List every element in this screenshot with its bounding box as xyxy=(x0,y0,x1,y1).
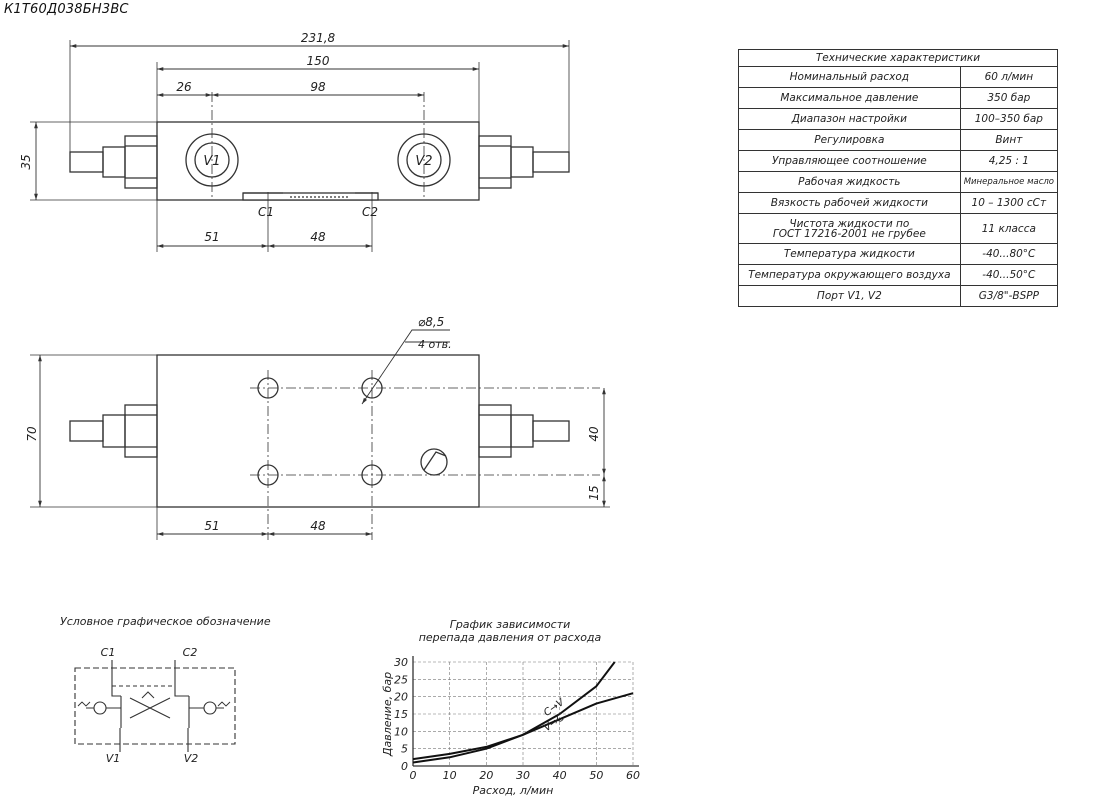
spec-value: -40...80°C xyxy=(959,243,1059,265)
right-nut xyxy=(478,135,512,189)
dim-ports: 98 xyxy=(310,80,326,94)
left-nut xyxy=(124,135,158,189)
y-axis-label: Давление, бар xyxy=(381,672,394,757)
x-tick-label: 20 xyxy=(479,769,493,782)
dim-c1: 51 xyxy=(204,230,219,244)
valve-body-bottom xyxy=(156,354,480,508)
spec-value: -40...50°C xyxy=(959,264,1059,286)
spec-row: Температура окружающего воздуха-40...50°… xyxy=(738,264,1059,286)
spec-title: Технические характеристики xyxy=(738,49,1058,67)
port-v2-label: V2 xyxy=(415,154,432,169)
y-tick-label: 10 xyxy=(394,725,408,738)
top-view-labels: 231,8 150 26 98 35 V1 V2 C1 C2 51 48 xyxy=(19,31,433,244)
y-tick-label: 25 xyxy=(394,673,408,686)
spec-row: Чистота жидкости по ГОСТ 17216-2001 не г… xyxy=(738,213,1059,244)
port-c1-label: C1 xyxy=(258,205,274,219)
series-line xyxy=(412,661,616,764)
spec-param: Регулировка xyxy=(738,129,961,151)
y-tick-label: 5 xyxy=(401,743,408,756)
dim-overall: 231,8 xyxy=(301,31,336,45)
dim-height-bottom: 70 xyxy=(25,426,39,442)
symbol-v2: V2 xyxy=(184,752,199,765)
spec-param: Номинальный расход xyxy=(738,66,961,88)
dim-body: 150 xyxy=(307,54,330,68)
right-screw xyxy=(532,151,570,173)
y-tick-label: 15 xyxy=(394,708,408,721)
x-axis-label: Расход, л/мин xyxy=(473,784,554,797)
spec-value: 4,25 : 1 xyxy=(959,150,1059,172)
bottom-view-labels: ⌀8,5 4 отв. 70 40 15 51 48 xyxy=(25,315,601,533)
symbol-c1: C1 xyxy=(101,646,116,659)
y-tick-label: 0 xyxy=(401,760,408,773)
spec-value: G3/8"-BSPP xyxy=(959,285,1059,307)
dim-left: 26 xyxy=(176,80,192,94)
spec-value: Минеральное масло xyxy=(959,171,1059,193)
chart-title-1: График зависимости xyxy=(450,618,571,631)
spec-param: Температура жидкости xyxy=(738,243,961,265)
spec-param: Температура окружающего воздуха xyxy=(738,264,961,286)
x-tick-label: 50 xyxy=(589,769,603,782)
hole-count: 4 отв. xyxy=(418,338,452,351)
left-screw xyxy=(69,151,104,173)
spec-param-line1: Чистота жидкости по xyxy=(789,217,910,230)
symbol-title: Условное графическое обозначение xyxy=(60,615,271,628)
port-c2-label: C2 xyxy=(362,205,378,219)
dim-x2: 48 xyxy=(310,519,326,533)
spec-value: Винт xyxy=(959,129,1059,151)
product-code: К1Т60Д038БН3ВС xyxy=(4,2,129,17)
symbol-v1: V1 xyxy=(106,752,121,765)
spec-value: 60 л/мин xyxy=(959,66,1059,88)
left-cap xyxy=(102,146,126,178)
dim-bottom: 15 xyxy=(587,485,601,500)
y-tick-label: 20 xyxy=(394,691,408,704)
spec-value: 100–350 бар xyxy=(959,108,1059,130)
spec-param: Рабочая жидкость xyxy=(738,171,961,193)
spec-param-line2: ГОСТ 17216-2001 не грубее xyxy=(772,227,926,240)
bottom-view xyxy=(30,329,610,540)
hole-diameter: ⌀8,5 xyxy=(418,315,444,329)
spec-param: Порт V1, V2 xyxy=(738,285,961,307)
series-line xyxy=(412,692,634,761)
x-tick-label: 40 xyxy=(553,769,567,782)
symbol-c2: C2 xyxy=(183,646,198,659)
x-tick-label: 0 xyxy=(410,769,417,782)
dim-height-top: 35 xyxy=(19,154,33,169)
adjust-screw xyxy=(420,448,448,476)
x-tick-label: 60 xyxy=(626,769,640,782)
spec-param: Управляющее соотношение xyxy=(738,150,961,172)
spec-value: 10 – 1300 сСт xyxy=(959,192,1059,214)
right-cap xyxy=(510,146,534,178)
hydraulic-symbol xyxy=(74,660,236,752)
x-tick-label: 10 xyxy=(443,769,457,782)
spec-row: Температура жидкости-40...80°C xyxy=(738,243,1059,265)
dim-x1: 51 xyxy=(204,519,219,533)
spec-table: Технические характеристики Номинальный р… xyxy=(738,49,1059,307)
spec-value: 11 класса xyxy=(959,213,1059,244)
port-v1-label: V1 xyxy=(203,154,220,169)
chart-title-2: перепада давления от расхода xyxy=(419,631,602,644)
spec-param: Диапазон настройки xyxy=(738,108,961,130)
top-view xyxy=(30,40,570,252)
dim-right: 40 xyxy=(587,426,601,442)
y-tick-label: 30 xyxy=(394,656,408,669)
spec-param: Максимальное давление xyxy=(738,87,961,109)
spec-param: Вязкость рабочей жидкости xyxy=(738,192,961,214)
dim-c2: 48 xyxy=(310,230,326,244)
spec-param: Чистота жидкости по ГОСТ 17216-2001 не г… xyxy=(738,213,961,244)
spec-value: 350 бар xyxy=(959,87,1059,109)
x-tick-label: 30 xyxy=(516,769,530,782)
